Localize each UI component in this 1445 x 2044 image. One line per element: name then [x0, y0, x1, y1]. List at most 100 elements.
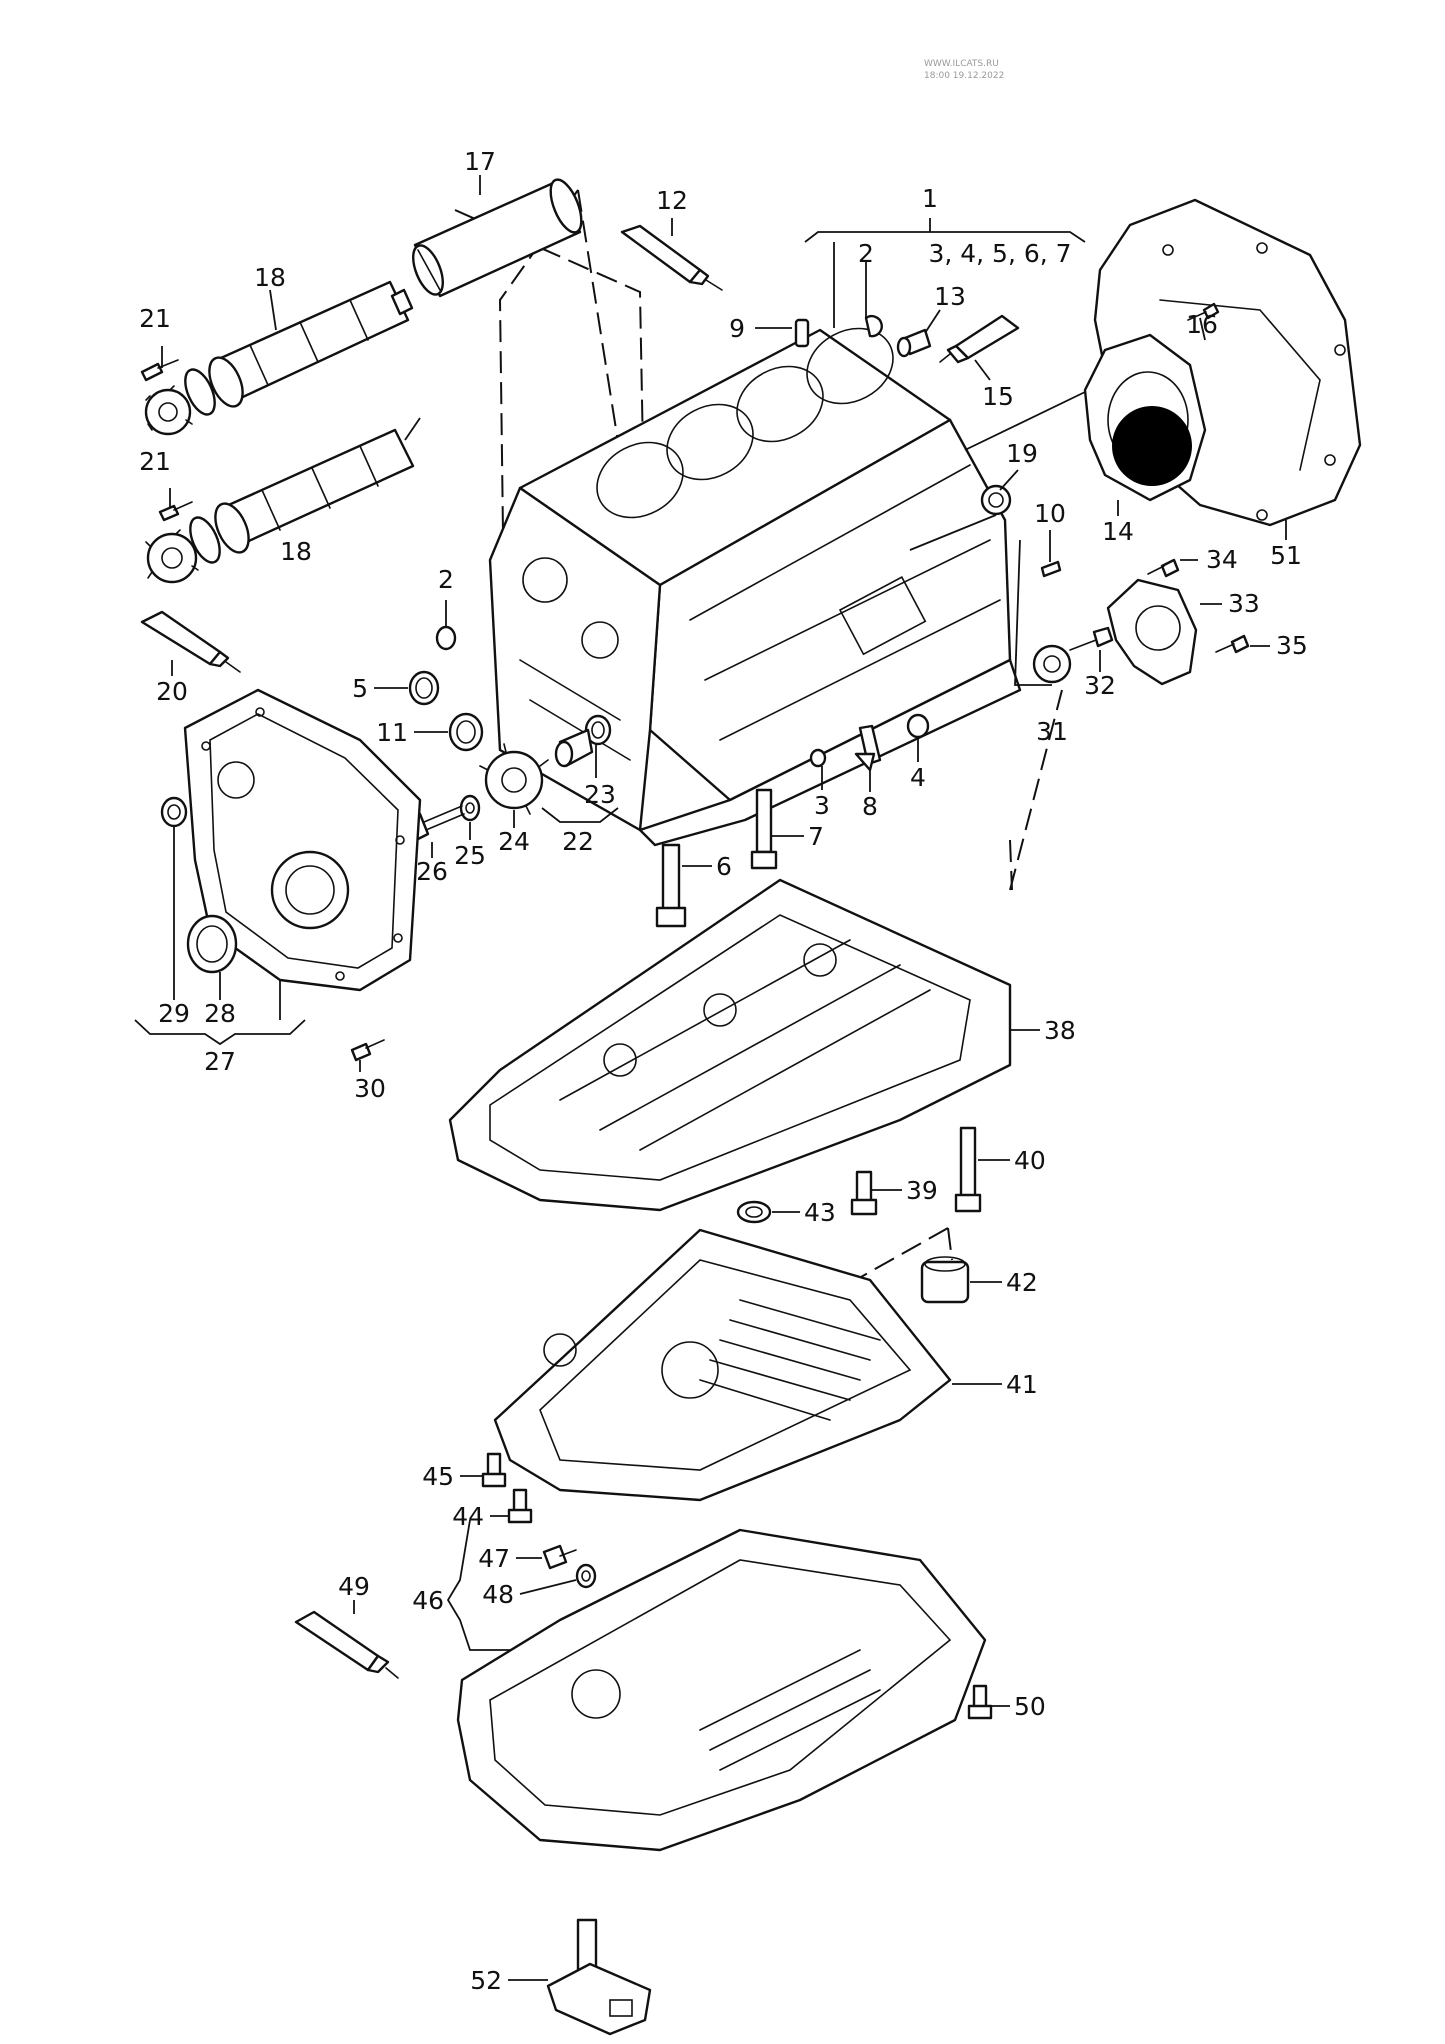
- callout-26: 26: [416, 857, 448, 886]
- callout-33: 33: [1228, 589, 1260, 618]
- callout-35: 35: [1276, 631, 1308, 660]
- callout-6: 6: [716, 852, 732, 881]
- callout-15: 15: [982, 382, 1014, 411]
- callout-39: 39: [906, 1176, 938, 1205]
- part-11-sleeve: [448, 712, 484, 752]
- part-10-dowel-pin: [1040, 560, 1062, 578]
- part-22-shaft-stub: [554, 728, 594, 768]
- part-27-timing-cover: [183, 688, 422, 992]
- part-43-washer: [736, 1200, 772, 1224]
- callout-51: 51: [1270, 541, 1302, 570]
- callout-16: 16: [1186, 310, 1218, 339]
- callout-group-1: 3, 4, 5, 6, 7: [928, 239, 1071, 268]
- part-19-seal-plug: [980, 484, 1012, 516]
- callout-19: 19: [1006, 439, 1038, 468]
- part-21-screw-lower: [158, 501, 193, 522]
- part-28-seal-ring: [186, 914, 238, 974]
- part-31-sprocket: [1032, 644, 1072, 684]
- callout-18-upper: 18: [254, 263, 286, 292]
- part-23-seal: [584, 714, 612, 746]
- callout-9: 9: [729, 314, 745, 343]
- callout-29: 29: [158, 999, 190, 1028]
- callout-28: 28: [204, 999, 236, 1028]
- watermark-stamp: 18:00 19.12.2022: [924, 71, 1004, 81]
- part-40-bolt: [954, 1126, 982, 1213]
- obscuring-blot: [1112, 406, 1192, 486]
- callout-1: 1: [922, 184, 938, 213]
- callout-48: 48: [482, 1580, 514, 1609]
- part-14-rear-seal-flange: [1083, 333, 1207, 502]
- callout-30: 30: [354, 1074, 386, 1103]
- part-25-washer: [459, 794, 481, 822]
- callout-38: 38: [1044, 1016, 1076, 1045]
- callout-2-lower: 2: [438, 565, 454, 594]
- watermark-site: WWW.ILCATS.RU: [924, 59, 999, 69]
- callout-14: 14: [1102, 517, 1134, 546]
- callout-46: 46: [412, 1586, 444, 1615]
- callout-31: 31: [1036, 717, 1068, 746]
- part-33-pump-housing: [1106, 578, 1198, 686]
- callout-41: 41: [1006, 1370, 1038, 1399]
- part-46-oil-pan: [456, 1528, 987, 1852]
- part-34-screw: [1147, 558, 1180, 578]
- part-39-bolt: [850, 1170, 878, 1216]
- part-21-screw-upper: [140, 359, 179, 382]
- balance-shaft-gear-upper: [144, 385, 193, 436]
- part-42-cap: [920, 1256, 970, 1304]
- callout-24: 24: [498, 827, 530, 856]
- part-49-sealant-tube: [294, 1610, 399, 1679]
- part-13-plug: [896, 328, 932, 358]
- callout-32: 32: [1084, 671, 1116, 700]
- callout-52: 52: [470, 1966, 502, 1995]
- balance-shaft-gear-lower: [145, 529, 199, 584]
- part-17-balance-shaft-tube: [412, 178, 583, 298]
- part-52-oil-level-sensor: [546, 1918, 652, 2036]
- callout-11: 11: [376, 718, 408, 747]
- part-48-seal-washer: [575, 1563, 597, 1589]
- part-47-drain-plug: [542, 1544, 577, 1570]
- part-20-sealant-tube: [140, 610, 241, 673]
- leader-lines: [134, 175, 1287, 1981]
- part-6-bolt: [655, 843, 687, 928]
- callout-21-upper: 21: [139, 304, 171, 333]
- part-18-balance-shaft-lower: [189, 417, 421, 564]
- callout-5: 5: [352, 674, 368, 703]
- callout-10: 10: [1034, 499, 1066, 528]
- part-32-bolt: [1069, 626, 1114, 651]
- part-5-sleeve: [408, 670, 440, 706]
- callout-labels: 1 3, 4, 5, 6, 7 2 17 12 18 21 9 13 15 16…: [139, 147, 1308, 1995]
- callout-2-upper: 2: [858, 239, 874, 268]
- part-8-oil-jet: [854, 724, 882, 772]
- part-4-plug: [906, 713, 930, 739]
- callout-13: 13: [934, 282, 966, 311]
- part-41-oil-baffle: [493, 1228, 952, 1502]
- part-35-screw: [1215, 634, 1250, 654]
- part-29-seal: [160, 796, 188, 828]
- callout-23: 23: [584, 780, 616, 809]
- part-16-screw: [1187, 302, 1220, 321]
- callout-34: 34: [1206, 545, 1238, 574]
- callout-49: 49: [338, 1572, 370, 1601]
- part-12-sealant-tube: [620, 224, 723, 291]
- part-50-bolt: [967, 1684, 993, 1720]
- part-3-plug: [809, 748, 827, 768]
- callout-27: 27: [204, 1047, 236, 1076]
- callout-7: 7: [808, 822, 824, 851]
- callout-12: 12: [656, 186, 688, 215]
- callout-20: 20: [156, 677, 188, 706]
- part-7-bolt: [750, 788, 778, 870]
- callout-25: 25: [454, 841, 486, 870]
- part-2-sleeve-upper: [864, 315, 883, 338]
- callout-18-lower: 18: [280, 537, 312, 566]
- part-30-screw: [350, 1039, 385, 1062]
- part-18-balance-shaft-upper: [184, 280, 414, 416]
- part-45-bolt: [481, 1452, 507, 1488]
- callout-44: 44: [452, 1502, 484, 1531]
- callout-4: 4: [910, 763, 926, 792]
- part-2-sleeve-lower: [435, 625, 457, 651]
- callout-22: 22: [562, 827, 594, 856]
- part-24-gear: [479, 743, 549, 815]
- callout-42: 42: [1006, 1268, 1038, 1297]
- callout-43: 43: [804, 1198, 836, 1227]
